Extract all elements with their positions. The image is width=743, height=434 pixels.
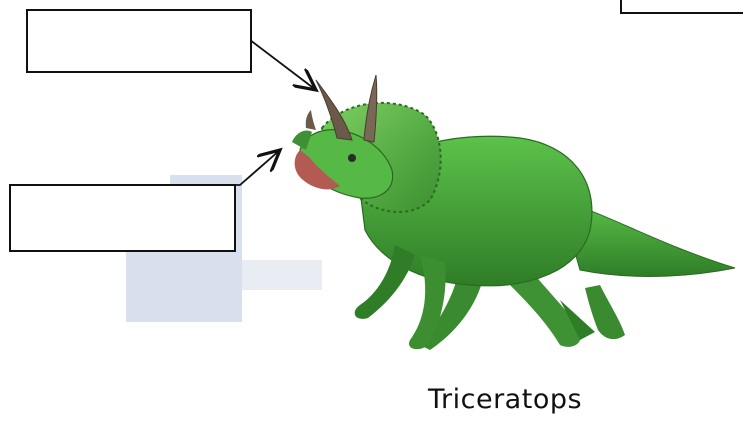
species-caption: Triceratops <box>428 384 583 415</box>
leader-arrows <box>235 39 316 186</box>
triceratops-illustration <box>292 74 736 350</box>
label-box-horn[interactable] <box>26 9 252 73</box>
label-box-top-right[interactable] <box>620 0 743 14</box>
arrow-to-beak <box>235 150 280 186</box>
arrow-to-horn <box>249 39 316 90</box>
label-box-beak[interactable] <box>9 184 236 252</box>
